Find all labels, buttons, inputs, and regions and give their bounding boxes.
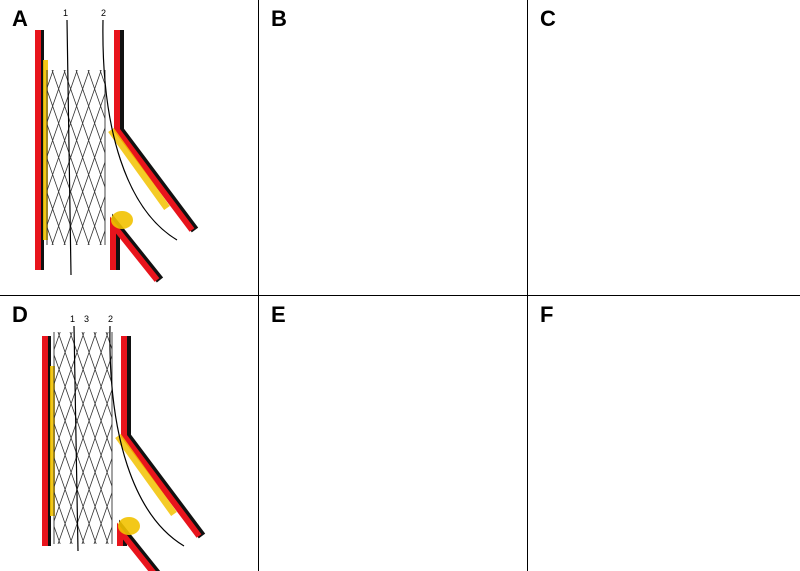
guidewire-icon — [73, 325, 79, 552]
stent-mesh-icon — [46, 70, 106, 245]
panel-letter: F — [536, 302, 558, 328]
wire-label-2: 2 — [101, 8, 106, 18]
horizontal-divider — [0, 295, 800, 296]
panel-e-drawing: 132 — [259, 296, 527, 571]
panel-letter: B — [267, 6, 291, 32]
left-vessel-wall — [42, 336, 55, 546]
wire-label-3: 3 — [84, 314, 89, 324]
wire-label-1: 1 — [70, 314, 75, 324]
wire-label-1: 1 — [63, 8, 68, 18]
panel-letter: C — [536, 6, 560, 32]
stent-mesh-icon — [402, 60, 527, 240]
right-vessel-wall — [115, 336, 206, 539]
panel-f: 132F — [528, 296, 800, 571]
panel-c: 132C — [528, 0, 800, 295]
panel-f-drawing: 132 — [528, 296, 800, 571]
carina-wall — [117, 517, 161, 571]
panel-letter: D — [8, 302, 32, 328]
guidewire-icon — [102, 19, 178, 241]
panel-e: 132E — [259, 296, 527, 571]
panel-c-drawing: 132 — [528, 0, 800, 295]
panel-letter: E — [267, 302, 290, 328]
panel-letter: A — [8, 6, 32, 32]
carina-wall — [110, 211, 164, 283]
vertical-divider-2 — [527, 0, 528, 571]
left-vessel-wall — [35, 30, 48, 270]
guidewire-icon — [66, 19, 72, 276]
stent-mesh-icon — [413, 366, 527, 544]
vertical-divider-1 — [258, 0, 259, 571]
panel-b: 12B — [259, 0, 527, 295]
panel-b-drawing: 12 — [259, 0, 527, 295]
right-vessel-wall — [108, 30, 199, 233]
wire-label-2: 2 — [108, 314, 113, 324]
stent-mesh-icon — [53, 332, 113, 544]
guidewire-icon — [109, 325, 185, 547]
